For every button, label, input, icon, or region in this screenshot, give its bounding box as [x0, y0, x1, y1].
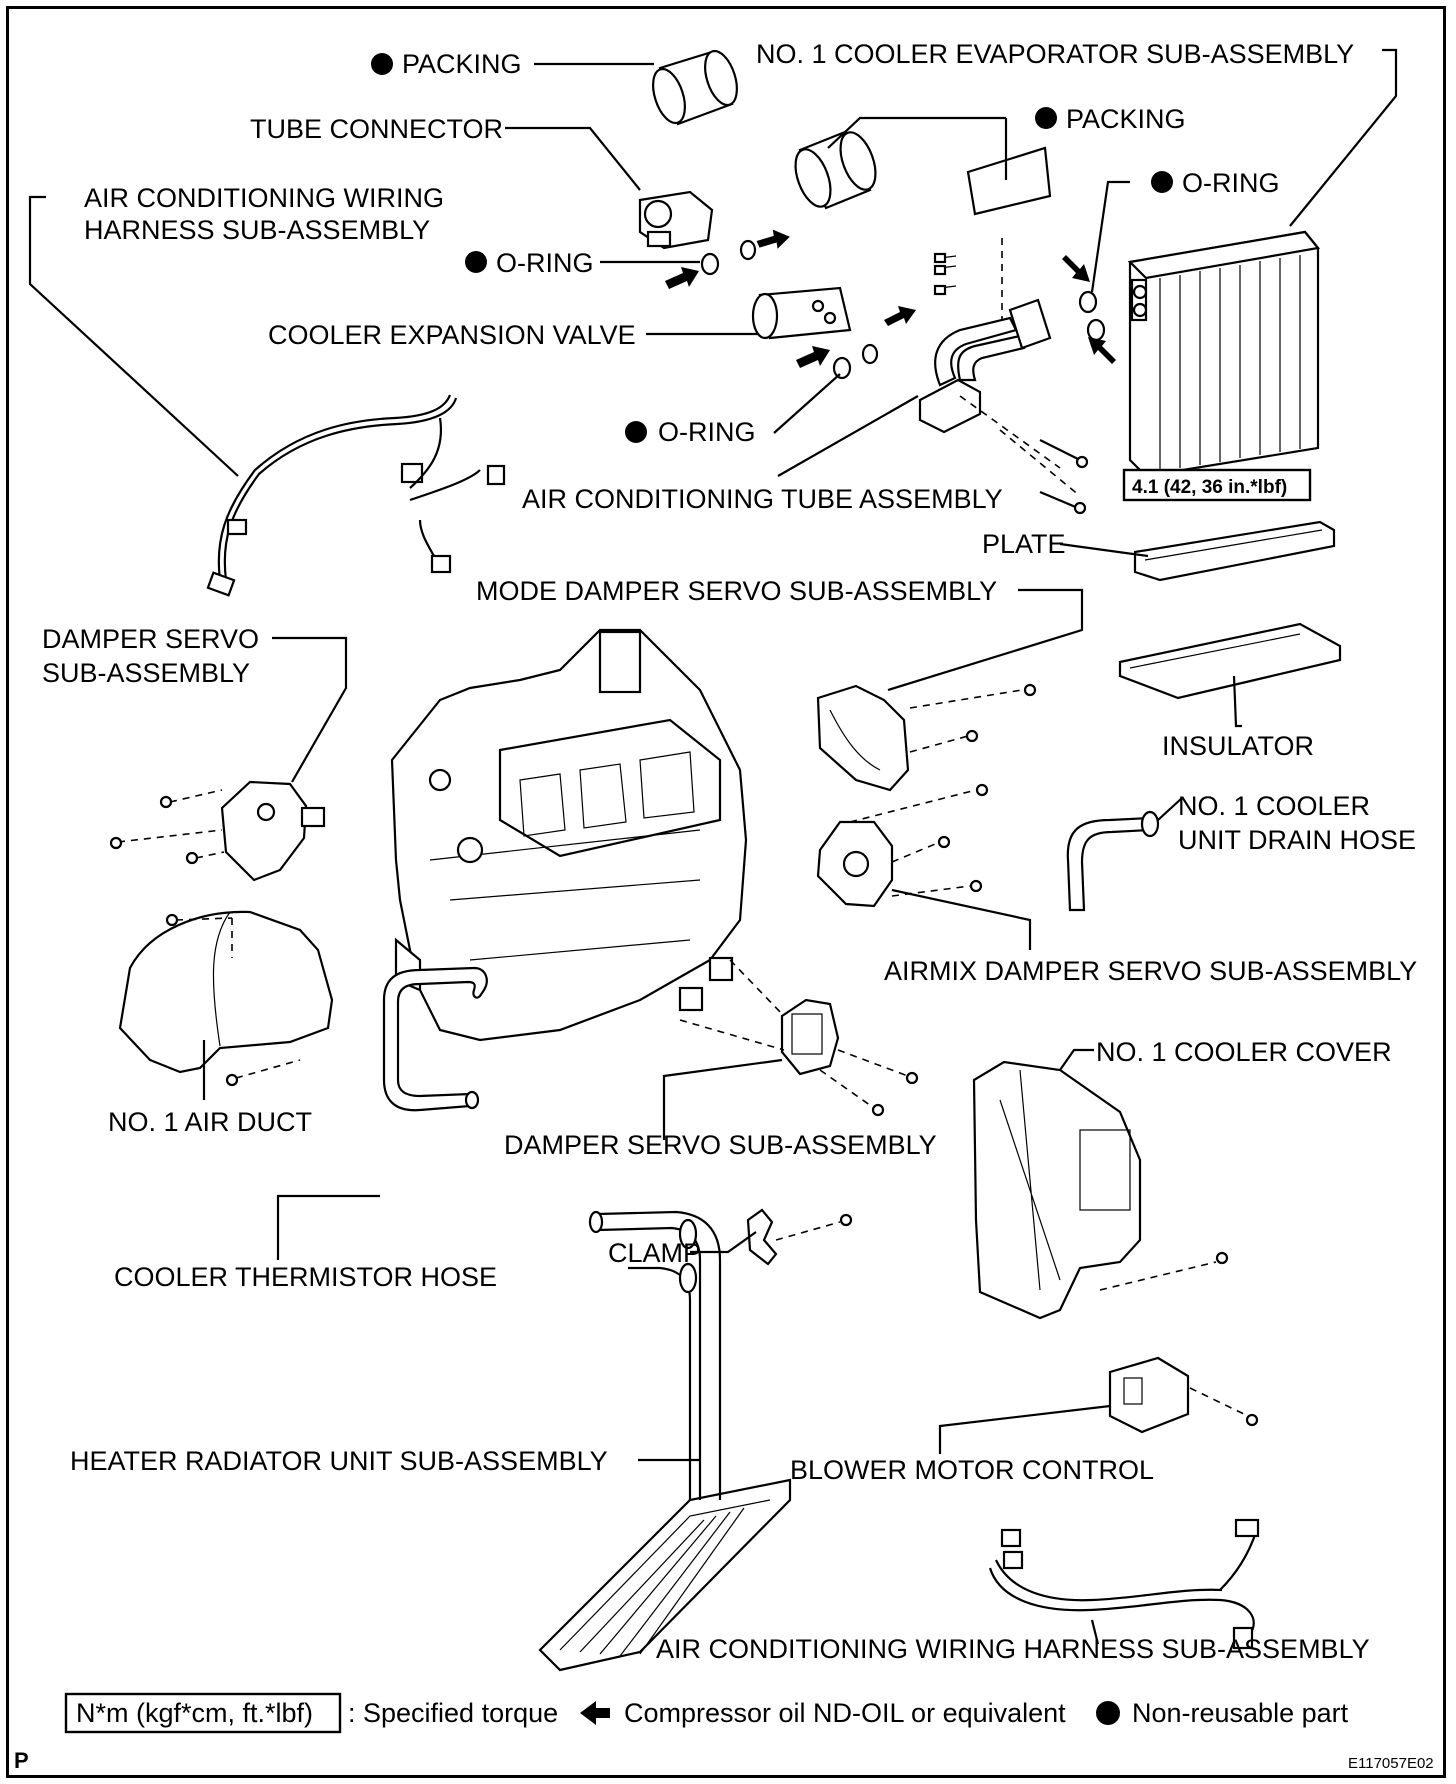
legend-nonreusable-text: Non-reusable part	[1132, 1698, 1349, 1728]
legend-oil-text: Compressor oil ND-OIL or equivalent	[624, 1698, 1066, 1728]
label-clamp: CLAMP	[608, 1238, 701, 1268]
label-wiring-harness-bottom: AIR CONDITIONING WIRING HARNESS SUB-ASSE…	[656, 1634, 1370, 1664]
label-thermistor-hose: COOLER THERMISTOR HOSE	[114, 1262, 497, 1292]
oil-arrow-group	[665, 229, 1116, 368]
evaporator-part	[1127, 230, 1321, 478]
legend-torque-text: : Specified torque	[348, 1698, 558, 1728]
label-packing-top: PACKING	[402, 49, 522, 79]
nonreusable-dot	[371, 53, 393, 75]
air-duct-part	[118, 910, 334, 1074]
label-tube-assembly: AIR CONDITIONING TUBE ASSEMBLY	[522, 484, 1003, 514]
thermistor-hose-part	[382, 966, 488, 1112]
legend-torque-box	[64, 1692, 342, 1734]
mode-damper-servo-part	[816, 684, 910, 792]
label-oring-right: O-RING	[1182, 168, 1280, 198]
damper-servo-left-part	[220, 780, 326, 882]
oring-right-part-2	[1086, 318, 1106, 342]
legend: N*m (kgf*cm, ft.*lbf) : Specified torque…	[64, 1692, 1349, 1734]
damper-servo-bottom-part	[780, 998, 840, 1076]
torque-spec-box	[1122, 468, 1312, 502]
nonreusable-dot	[1151, 171, 1173, 193]
ac-unit-housing	[390, 628, 748, 1042]
label-oring-lower: O-RING	[658, 417, 756, 447]
leader-lines	[28, 48, 1398, 1645]
nonreusable-dot	[1035, 107, 1057, 129]
wiring-harness-top-part	[206, 394, 506, 597]
clamp-part	[746, 1208, 778, 1266]
airmix-damper-servo-part	[816, 820, 894, 908]
insulator-part	[1118, 622, 1342, 700]
oring-lower-part	[832, 356, 852, 380]
nonreusable-dot	[465, 251, 487, 273]
label-evaporator: NO. 1 COOLER EVAPORATOR SUB-ASSEMBLY	[756, 39, 1354, 69]
label-expansion-valve: COOLER EXPANSION VALVE	[268, 320, 636, 350]
oring-left-part-2	[739, 239, 757, 261]
label-damper-servo-left-1: DAMPER SERVO	[42, 624, 259, 654]
label-wiring-harness-top-1: AIR CONDITIONING WIRING	[84, 183, 444, 213]
label-plate: PLATE	[982, 529, 1066, 559]
diagram-frame	[6, 6, 1446, 1778]
legend-oil-arrow-icon	[580, 1701, 610, 1725]
label-heater-radiator: HEATER RADIATOR UNIT SUB-ASSEMBLY	[70, 1446, 608, 1476]
label-oring-left: O-RING	[496, 248, 594, 278]
drain-hose-part	[1066, 810, 1160, 912]
label-packing-mid: PACKING	[1066, 104, 1186, 134]
label-damper-servo-bottom: DAMPER SERVO SUB-ASSEMBLY	[504, 1130, 937, 1160]
legend-torque-box-text: N*m (kgf*cm, ft.*lbf)	[76, 1698, 313, 1728]
oring-lower-part-2	[861, 343, 879, 365]
label-damper-servo-left-2: SUB-ASSEMBLY	[42, 658, 250, 688]
wiring-harness-bottom-part	[988, 1518, 1260, 1650]
label-blower-control: BLOWER MOTOR CONTROL	[790, 1455, 1154, 1485]
label-mode-damper: MODE DAMPER SERVO SUB-ASSEMBLY	[476, 576, 997, 606]
packing-top-part	[652, 49, 738, 126]
label-tube-connector: TUBE CONNECTOR	[250, 114, 503, 144]
label-cooler-cover: NO. 1 COOLER COVER	[1096, 1037, 1392, 1067]
corner-p: P	[14, 1748, 29, 1773]
packing-mid-part	[794, 130, 877, 210]
tube-bolts	[1039, 439, 1089, 515]
packing-strip-part	[966, 146, 1052, 216]
expansion-valve-part	[751, 286, 852, 340]
ac-tube-part	[918, 298, 1052, 434]
oring-left-part	[700, 252, 720, 276]
plate-part	[1133, 520, 1336, 582]
label-drain-hose-2: UNIT DRAIN HOSE	[1178, 825, 1416, 855]
heater-radiator-part	[538, 1210, 792, 1672]
oring-right-part	[1078, 290, 1098, 314]
blower-motor-control-part	[1108, 1356, 1190, 1434]
cooler-cover-part	[972, 1060, 1142, 1320]
label-drain-hose-1: NO. 1 COOLER	[1178, 791, 1370, 821]
label-insulator: INSULATOR	[1162, 731, 1314, 761]
label-airmix-damper: AIRMIX DAMPER SERVO SUB-ASSEMBLY	[884, 956, 1417, 986]
label-air-duct: NO. 1 AIR DUCT	[108, 1107, 312, 1137]
label-wiring-harness-top-2: HARNESS SUB-ASSEMBLY	[84, 215, 430, 245]
nonreusable-dot	[625, 421, 647, 443]
figure-code: E117057E02	[1348, 1755, 1434, 1772]
torque-spec-text: 4.1 (42, 36 in.*lbf)	[1132, 477, 1287, 498]
tube-connector-part	[638, 190, 714, 250]
legend-nonreusable-dot-icon	[1096, 1701, 1120, 1725]
